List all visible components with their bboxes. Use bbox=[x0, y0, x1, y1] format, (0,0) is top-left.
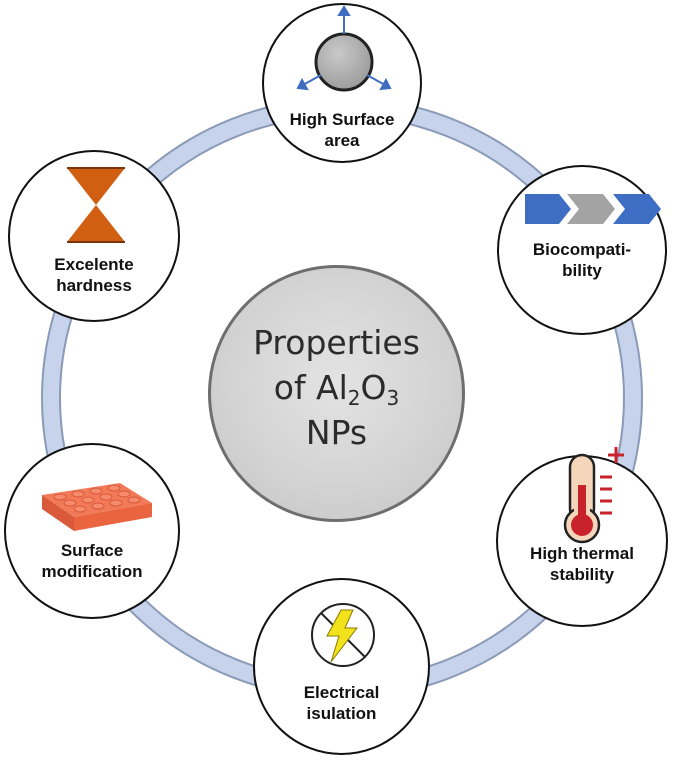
center-title-line1: Properties bbox=[253, 323, 420, 362]
center-title-line2: of Al2O3 bbox=[273, 368, 400, 410]
sphere-with-arrows-icon bbox=[296, 5, 392, 92]
lego-brick-icon bbox=[42, 483, 152, 531]
node-biocompatibility-label: Biocompati-bility bbox=[532, 240, 632, 280]
hourglass-icon bbox=[67, 167, 125, 243]
thermometer-icon bbox=[563, 447, 624, 544]
center-title: Properties of Al2O3 NPs bbox=[211, 320, 462, 455]
node-biocompatibility: Biocompati-bility bbox=[497, 165, 667, 335]
center-title-line3: NPs bbox=[305, 413, 368, 452]
chevron-arrows-icon bbox=[525, 194, 661, 224]
center-circle: Properties of Al2O3 NPs bbox=[208, 265, 465, 522]
no-electricity-icon bbox=[311, 603, 375, 667]
